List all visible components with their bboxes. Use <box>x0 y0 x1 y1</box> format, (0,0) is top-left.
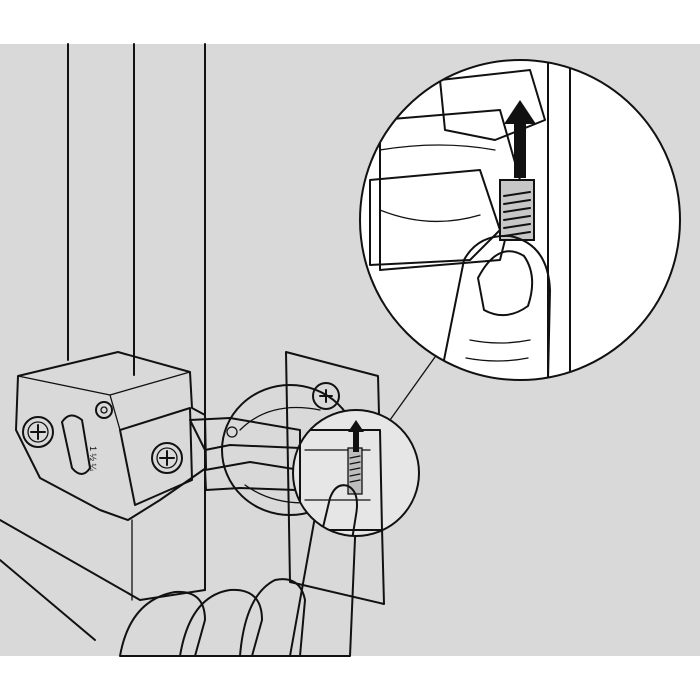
magnifier-circle-icon <box>292 409 420 537</box>
arrow-up-icon <box>504 100 536 178</box>
screw-icon <box>22 416 183 474</box>
leader-line <box>389 349 441 421</box>
cabinet-panel <box>0 43 206 641</box>
arrow-up-icon <box>348 420 364 452</box>
hinge-markings-label: 1 ½ ¼ <box>88 446 98 472</box>
magnifier-circle-icon <box>359 59 681 381</box>
